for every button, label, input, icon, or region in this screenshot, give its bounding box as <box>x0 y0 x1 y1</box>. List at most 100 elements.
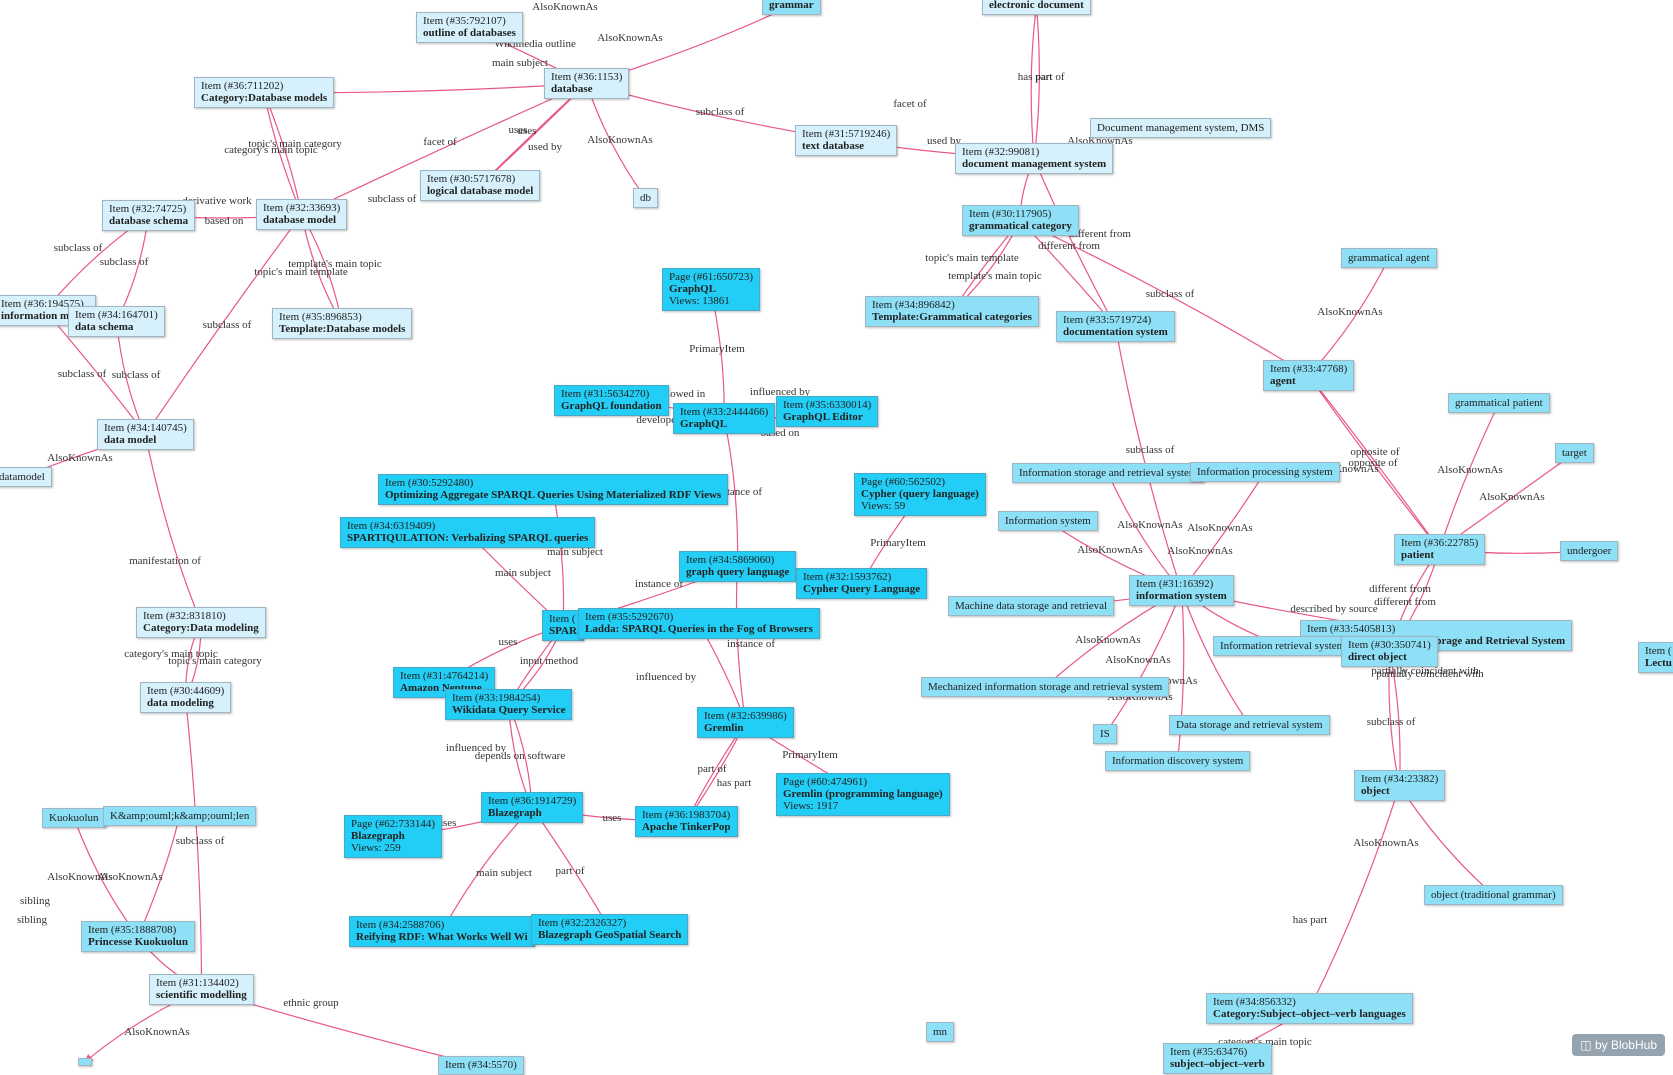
graph-node-textdb[interactable]: Item (#31:5719246)text database <box>795 125 898 156</box>
graph-node-princess[interactable]: Item (#35:1888708)Princesse Kuokuolun <box>81 921 195 952</box>
edge-label: PrimaryItem <box>689 343 745 355</box>
node-label: Blazegraph GeoSpatial Search <box>538 929 682 941</box>
edge-label: different from <box>1374 596 1436 608</box>
graph-node-infosys[interactable]: Item (#31:16392)information system <box>1129 575 1234 606</box>
blobhub-badge[interactable]: ◫ by BlobHub <box>1572 1034 1665 1056</box>
edge-label: instance of <box>635 578 683 590</box>
graph-node-ladda[interactable]: Item (#35:5292670)Ladda: SPARQL Queries … <box>578 608 820 639</box>
graph-node-graphqleditor[interactable]: Item (#35:6330014)GraphQL Editor <box>776 396 879 427</box>
graph-node-gremlin[interactable]: Item (#32:639986)Gremlin <box>697 707 794 738</box>
graph-node-misrs[interactable]: Mechanized information storage and retri… <box>921 677 1170 697</box>
graph-node-objtrad[interactable]: object (traditional grammar) <box>1424 885 1563 905</box>
graph-node-agent[interactable]: Item (#33:47768)agent <box>1263 360 1355 391</box>
graph-node-mdsr[interactable]: Machine data storage and retrieval <box>948 596 1115 616</box>
graph-node-cat-dbmodels[interactable]: Item (#36:711202)Category:Database model… <box>194 77 335 108</box>
graph-node-sparqtul[interactable]: Item (#34:6319409)SPARTIQULATION: Verbal… <box>340 517 596 548</box>
node-id: Item (#31:4764214) <box>400 670 489 682</box>
edge-label: derivative work <box>182 195 252 207</box>
graph-node-wdqs[interactable]: Item (#33:1984254)Wikidata Query Service <box>445 689 573 720</box>
graph-node-dms[interactable]: Item (#32:99081)document management syst… <box>955 143 1114 174</box>
graph-node-reifying[interactable]: Item (#34:2588706)Reifying RDF: What Wor… <box>349 916 535 947</box>
graph-node-dbschema[interactable]: Item (#32:74725)database schema <box>102 200 196 231</box>
graph-node-infomodel[interactable]: Item (#36:194575)information model <box>0 295 96 326</box>
graph-node-kuokuolun[interactable]: Kuokuolun <box>42 808 106 828</box>
node-label: Gremlin (programming language) <box>783 788 943 800</box>
graph-node-page-cypher[interactable]: Page (#60:562502)Cypher (query language)… <box>854 473 986 516</box>
graph-node-gram-patient[interactable]: grammatical patient <box>1448 393 1550 413</box>
graph-edge <box>1174 590 1185 762</box>
graph-node-gramagent[interactable]: grammatical agent <box>1341 248 1437 268</box>
node-label: Blazegraph <box>488 807 542 819</box>
graph-node-db-alias[interactable]: db <box>633 188 658 208</box>
graph-node-cat-datamodel[interactable]: Item (#32:831810)Category:Data modeling <box>136 607 266 638</box>
graph-node-target[interactable]: target <box>1555 443 1594 463</box>
edge-label: facet of <box>893 98 927 110</box>
edge-label: influenced by <box>749 386 811 398</box>
graph-node-tinkerpop[interactable]: Item (#36:1983704)Apache TinkerPop <box>635 806 738 837</box>
graph-node-database[interactable]: Item (#36:1153)database <box>544 68 630 99</box>
graph-node-ids[interactable]: Information discovery system <box>1105 751 1251 771</box>
graph-node-cat-sov[interactable]: Item (#34:856332)Category:Subject–object… <box>1206 993 1413 1024</box>
graph-node-sparql[interactable]: Item (SPAR <box>542 610 584 641</box>
graph-node-outline-db[interactable]: Item (#35:792107)outline of databases <box>416 12 523 43</box>
edge-label: AlsoKnownAs <box>47 871 113 883</box>
edge-label: described by source <box>1290 603 1378 615</box>
graph-node-tpl-dbmodels[interactable]: Item (#35:896853)Template:Database model… <box>272 308 413 339</box>
graph-edge <box>1107 472 1182 591</box>
graph-node-logicaldb[interactable]: Item (#30:5717678)logical database model <box>420 170 541 201</box>
graph-node-sov[interactable]: Item (#35:63476)subject–object–verb <box>1163 1043 1272 1074</box>
graph-node-dsrs[interactable]: Data storage and retrieval system <box>1169 715 1330 735</box>
graph-node-datamodel-alias[interactable]: datamodel <box>0 467 52 487</box>
node-id: Item (#35:6330014) <box>783 399 872 411</box>
edge-label: template's main topic <box>948 270 1042 282</box>
graph-node-optsparql[interactable]: Item (#30:5292480)Optimizing Aggregate S… <box>378 474 729 505</box>
graph-node-is-alias[interactable]: IS <box>1093 724 1117 744</box>
graph-node-tpl-gramcat[interactable]: Item (#34:896842)Template:Grammatical ca… <box>865 296 1039 327</box>
graph-node-infosys-alias[interactable]: Information system <box>998 511 1098 531</box>
graph-node-dms-alias[interactable]: Document management system, DMS <box>1090 118 1272 138</box>
graph-node-blazegeo[interactable]: Item (#32:2326327)Blazegraph GeoSpatial … <box>531 914 689 945</box>
edge-label: manifestation of <box>129 555 201 567</box>
graph-node-graphql[interactable]: Item (#33:2444466)GraphQL <box>673 403 776 434</box>
graph-node-gramcat[interactable]: Item (#30:117905)grammatical category <box>962 205 1079 236</box>
edge-label: has part <box>1292 914 1328 926</box>
graph-node-dirobj[interactable]: Item (#30:350741)direct object <box>1341 636 1438 667</box>
edge-label: sibling <box>20 895 50 907</box>
graph-node-dbmodel[interactable]: Item (#32:33693)database model <box>256 199 348 230</box>
graph-node-blazegraph[interactable]: Item (#36:1914729)Blazegraph <box>481 792 584 823</box>
graph-node-scimodel[interactable]: Item (#31:134402)scientific modelling <box>149 974 254 1005</box>
edge-label: ethnic group <box>283 997 339 1009</box>
graph-node-undergoer[interactable]: undergoer <box>1560 541 1619 561</box>
graph-node-cypherql[interactable]: Item (#32:1593762)Cypher Query Language <box>796 568 928 599</box>
graph-node-irs[interactable]: Information retrieval system <box>1213 636 1353 656</box>
graph-node-dataschema[interactable]: Item (#34:164701)data schema <box>68 306 165 337</box>
graph-node-kaoulen[interactable]: K&amp;ouml;k&amp;ouml;len <box>103 806 257 826</box>
edge-label: subclass of <box>1145 288 1195 300</box>
graph-node-ips[interactable]: Information processing system <box>1190 462 1340 482</box>
graph-node-docsys[interactable]: Item (#33:5719724)documentation system <box>1056 311 1175 342</box>
node-label: Optimizing Aggregate SPARQL Queries Usin… <box>385 489 722 501</box>
node-id: Item (#32:2326327) <box>538 917 627 929</box>
graph-node-mn[interactable]: mn <box>926 1022 955 1042</box>
graph-node-datamodel[interactable]: Item (#34:140745)data model <box>97 419 194 450</box>
graph-node-datamodeling[interactable]: Item (#30:44609)data modeling <box>140 682 232 713</box>
graph-node-isrs[interactable]: Information storage and retrieval system <box>1012 463 1205 483</box>
graph-node-gramfound[interactable]: Item (#31:5634270)GraphQL foundation <box>554 385 669 416</box>
graph-node-grammar[interactable]: grammar <box>762 0 821 15</box>
node-id: Item (#33:47768) <box>1270 363 1348 375</box>
node-id: Item (#32:74725) <box>109 203 187 215</box>
graph-node-lect[interactable]: Item (Lectu <box>1638 642 1673 673</box>
graph-node-object[interactable]: Item (#34:23382)object <box>1354 770 1446 801</box>
graph-node-patient[interactable]: Item (#36:22785)patient <box>1394 534 1486 565</box>
edge-label: input method <box>519 655 579 667</box>
graph-node-edoc[interactable]: electronic document <box>982 0 1091 15</box>
node-id: Item (#30:44609) <box>147 685 225 697</box>
node-id: Item (#30:350741) <box>1348 639 1431 651</box>
graph-node-gql[interactable]: Item (#34:5869060)graph query language <box>679 551 797 582</box>
graph-node-bottom-mid[interactable]: Item (#34:5570) <box>438 1056 524 1075</box>
graph-node-page-gremlin[interactable]: Page (#60:474961)Gremlin (programming la… <box>776 773 950 816</box>
graph-node-bottom-left[interactable] <box>78 1058 92 1066</box>
